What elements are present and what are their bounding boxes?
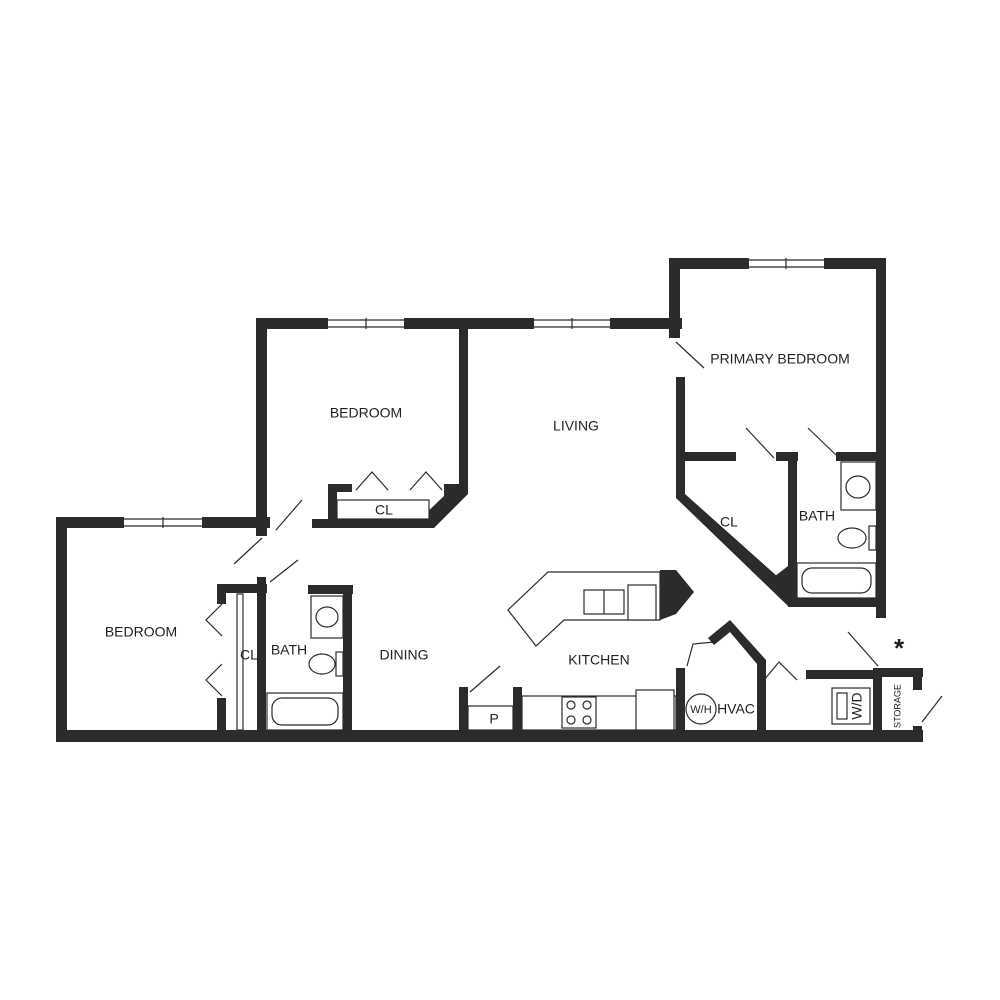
door-cl-left-bifold-a bbox=[205, 603, 223, 637]
wall-topbed-right bbox=[459, 318, 468, 493]
wall-primary-corner bbox=[770, 566, 788, 600]
doors bbox=[205, 341, 943, 723]
wall-hvac-right bbox=[757, 668, 766, 738]
range-stove bbox=[561, 696, 597, 729]
wall-left-top-a bbox=[56, 517, 124, 528]
island-end bbox=[660, 570, 694, 620]
bathtub-primary-inner bbox=[801, 567, 872, 594]
toilet-left-icon bbox=[308, 653, 336, 675]
wall-primary-bath-left bbox=[788, 452, 797, 602]
sink-primary-icon bbox=[845, 475, 871, 499]
wall-primary-top-a bbox=[669, 258, 749, 269]
door-left-bedroom bbox=[233, 537, 263, 565]
closet-rod-left bbox=[236, 593, 244, 731]
wall-primary-right bbox=[876, 258, 886, 618]
door-primary-bath bbox=[807, 427, 837, 456]
wall-hvac-roof bbox=[708, 620, 766, 738]
wall-living-top bbox=[610, 318, 682, 329]
wall-bath-left-left bbox=[257, 577, 266, 742]
door-entry bbox=[847, 631, 879, 667]
wall-primary-bath-bottom bbox=[788, 598, 886, 607]
wall-storage-top bbox=[873, 668, 923, 677]
wall-primary-cl-top bbox=[676, 452, 736, 461]
asterisk-marker: * bbox=[894, 633, 905, 663]
wall-laundry-top bbox=[806, 670, 882, 679]
wall-cl-top-bottom bbox=[312, 519, 434, 528]
wall-pantry-left bbox=[459, 687, 468, 737]
label-washer-dryer: W/D bbox=[849, 692, 865, 719]
fixtures bbox=[236, 461, 877, 731]
label-hvac: HVAC bbox=[717, 701, 755, 717]
label-closet-left: CL bbox=[240, 647, 258, 663]
label-closet-primary: CL bbox=[720, 514, 738, 530]
wall-cl-top-left bbox=[328, 484, 337, 528]
wall-primary-left-b bbox=[676, 377, 685, 463]
wall-left bbox=[56, 517, 67, 742]
door-primary-closet bbox=[745, 427, 775, 459]
window-primary-bedroom bbox=[749, 258, 824, 269]
door-top-bedroom bbox=[275, 499, 303, 531]
sink-left-icon bbox=[315, 606, 339, 628]
label-bedroom-left: BEDROOM bbox=[105, 624, 177, 640]
label-bath-primary: BATH bbox=[799, 508, 835, 524]
closet-shelf-top bbox=[336, 499, 430, 520]
door-storage bbox=[921, 695, 943, 723]
wall-topbed-top-b bbox=[404, 318, 534, 329]
door-cl-left-bifold-b bbox=[205, 663, 223, 697]
wall-primary-cl-angle bbox=[676, 452, 797, 606]
wall-storage-right bbox=[913, 668, 922, 690]
wall-cl-left-lintel bbox=[217, 584, 267, 593]
wall-cl-left-top bbox=[217, 584, 226, 604]
label-primary-bedroom: PRIMARY BEDROOM bbox=[710, 351, 850, 367]
wall-bath-left-top bbox=[308, 585, 353, 594]
wall-topbed-left bbox=[256, 318, 267, 536]
toilet-tank-primary bbox=[868, 525, 877, 551]
refrigerator bbox=[635, 689, 675, 731]
door-pantry bbox=[469, 665, 501, 693]
dishwasher bbox=[627, 584, 657, 621]
label-bedroom-top: BEDROOM bbox=[330, 405, 402, 421]
room-labels: BEDROOM BEDROOM LIVING PRIMARY BEDROOM D… bbox=[105, 351, 905, 728]
label-living: LIVING bbox=[553, 418, 599, 434]
wall-bottom bbox=[56, 730, 923, 742]
door-bath-left bbox=[269, 559, 299, 583]
wall-cl-left-bottom bbox=[217, 698, 226, 738]
door-cl-top-bifold-b bbox=[409, 471, 443, 491]
wall-topbed-top-a bbox=[256, 318, 328, 329]
wall-bath-left-right bbox=[343, 585, 352, 742]
label-water-heater: W/H bbox=[690, 704, 711, 716]
wall-primary-top-b bbox=[824, 258, 886, 269]
label-storage: STORAGE bbox=[892, 684, 902, 728]
water-heater-icon bbox=[685, 693, 717, 725]
windows bbox=[124, 258, 824, 528]
label-kitchen: KITCHEN bbox=[568, 652, 629, 668]
wall-storage-left bbox=[873, 668, 882, 738]
label-bath-left: BATH bbox=[271, 642, 307, 658]
pantry-shelf bbox=[467, 705, 514, 731]
wall-primary-bath-top-a bbox=[776, 452, 798, 461]
wall-left-top-b bbox=[202, 517, 270, 528]
label-pantry: P bbox=[489, 711, 498, 727]
wall-primary-left-a bbox=[669, 258, 680, 338]
wall-cl-top-lintel bbox=[328, 484, 352, 492]
label-dining: DINING bbox=[380, 647, 429, 663]
wall-hvac-left bbox=[676, 668, 685, 738]
door-laundry-bifold bbox=[763, 661, 798, 681]
door-hvac bbox=[686, 641, 715, 667]
bathtub-left-inner bbox=[271, 697, 339, 726]
window-living bbox=[534, 318, 610, 329]
toilet-primary-icon bbox=[837, 527, 867, 549]
window-top-bedroom bbox=[328, 318, 404, 329]
walls bbox=[56, 258, 923, 742]
door-cl-top-bifold-a bbox=[355, 471, 389, 491]
label-closet-top: CL bbox=[375, 502, 393, 518]
wall-cl-top-angle bbox=[420, 484, 468, 528]
door-primary-bedroom bbox=[675, 341, 705, 369]
wall-pantry-right bbox=[513, 687, 522, 737]
wall-storage-right-b bbox=[913, 726, 922, 742]
toilet-tank-left bbox=[335, 651, 344, 677]
wall-primary-bath-top-b bbox=[836, 452, 880, 461]
window-left-bedroom bbox=[124, 517, 202, 528]
